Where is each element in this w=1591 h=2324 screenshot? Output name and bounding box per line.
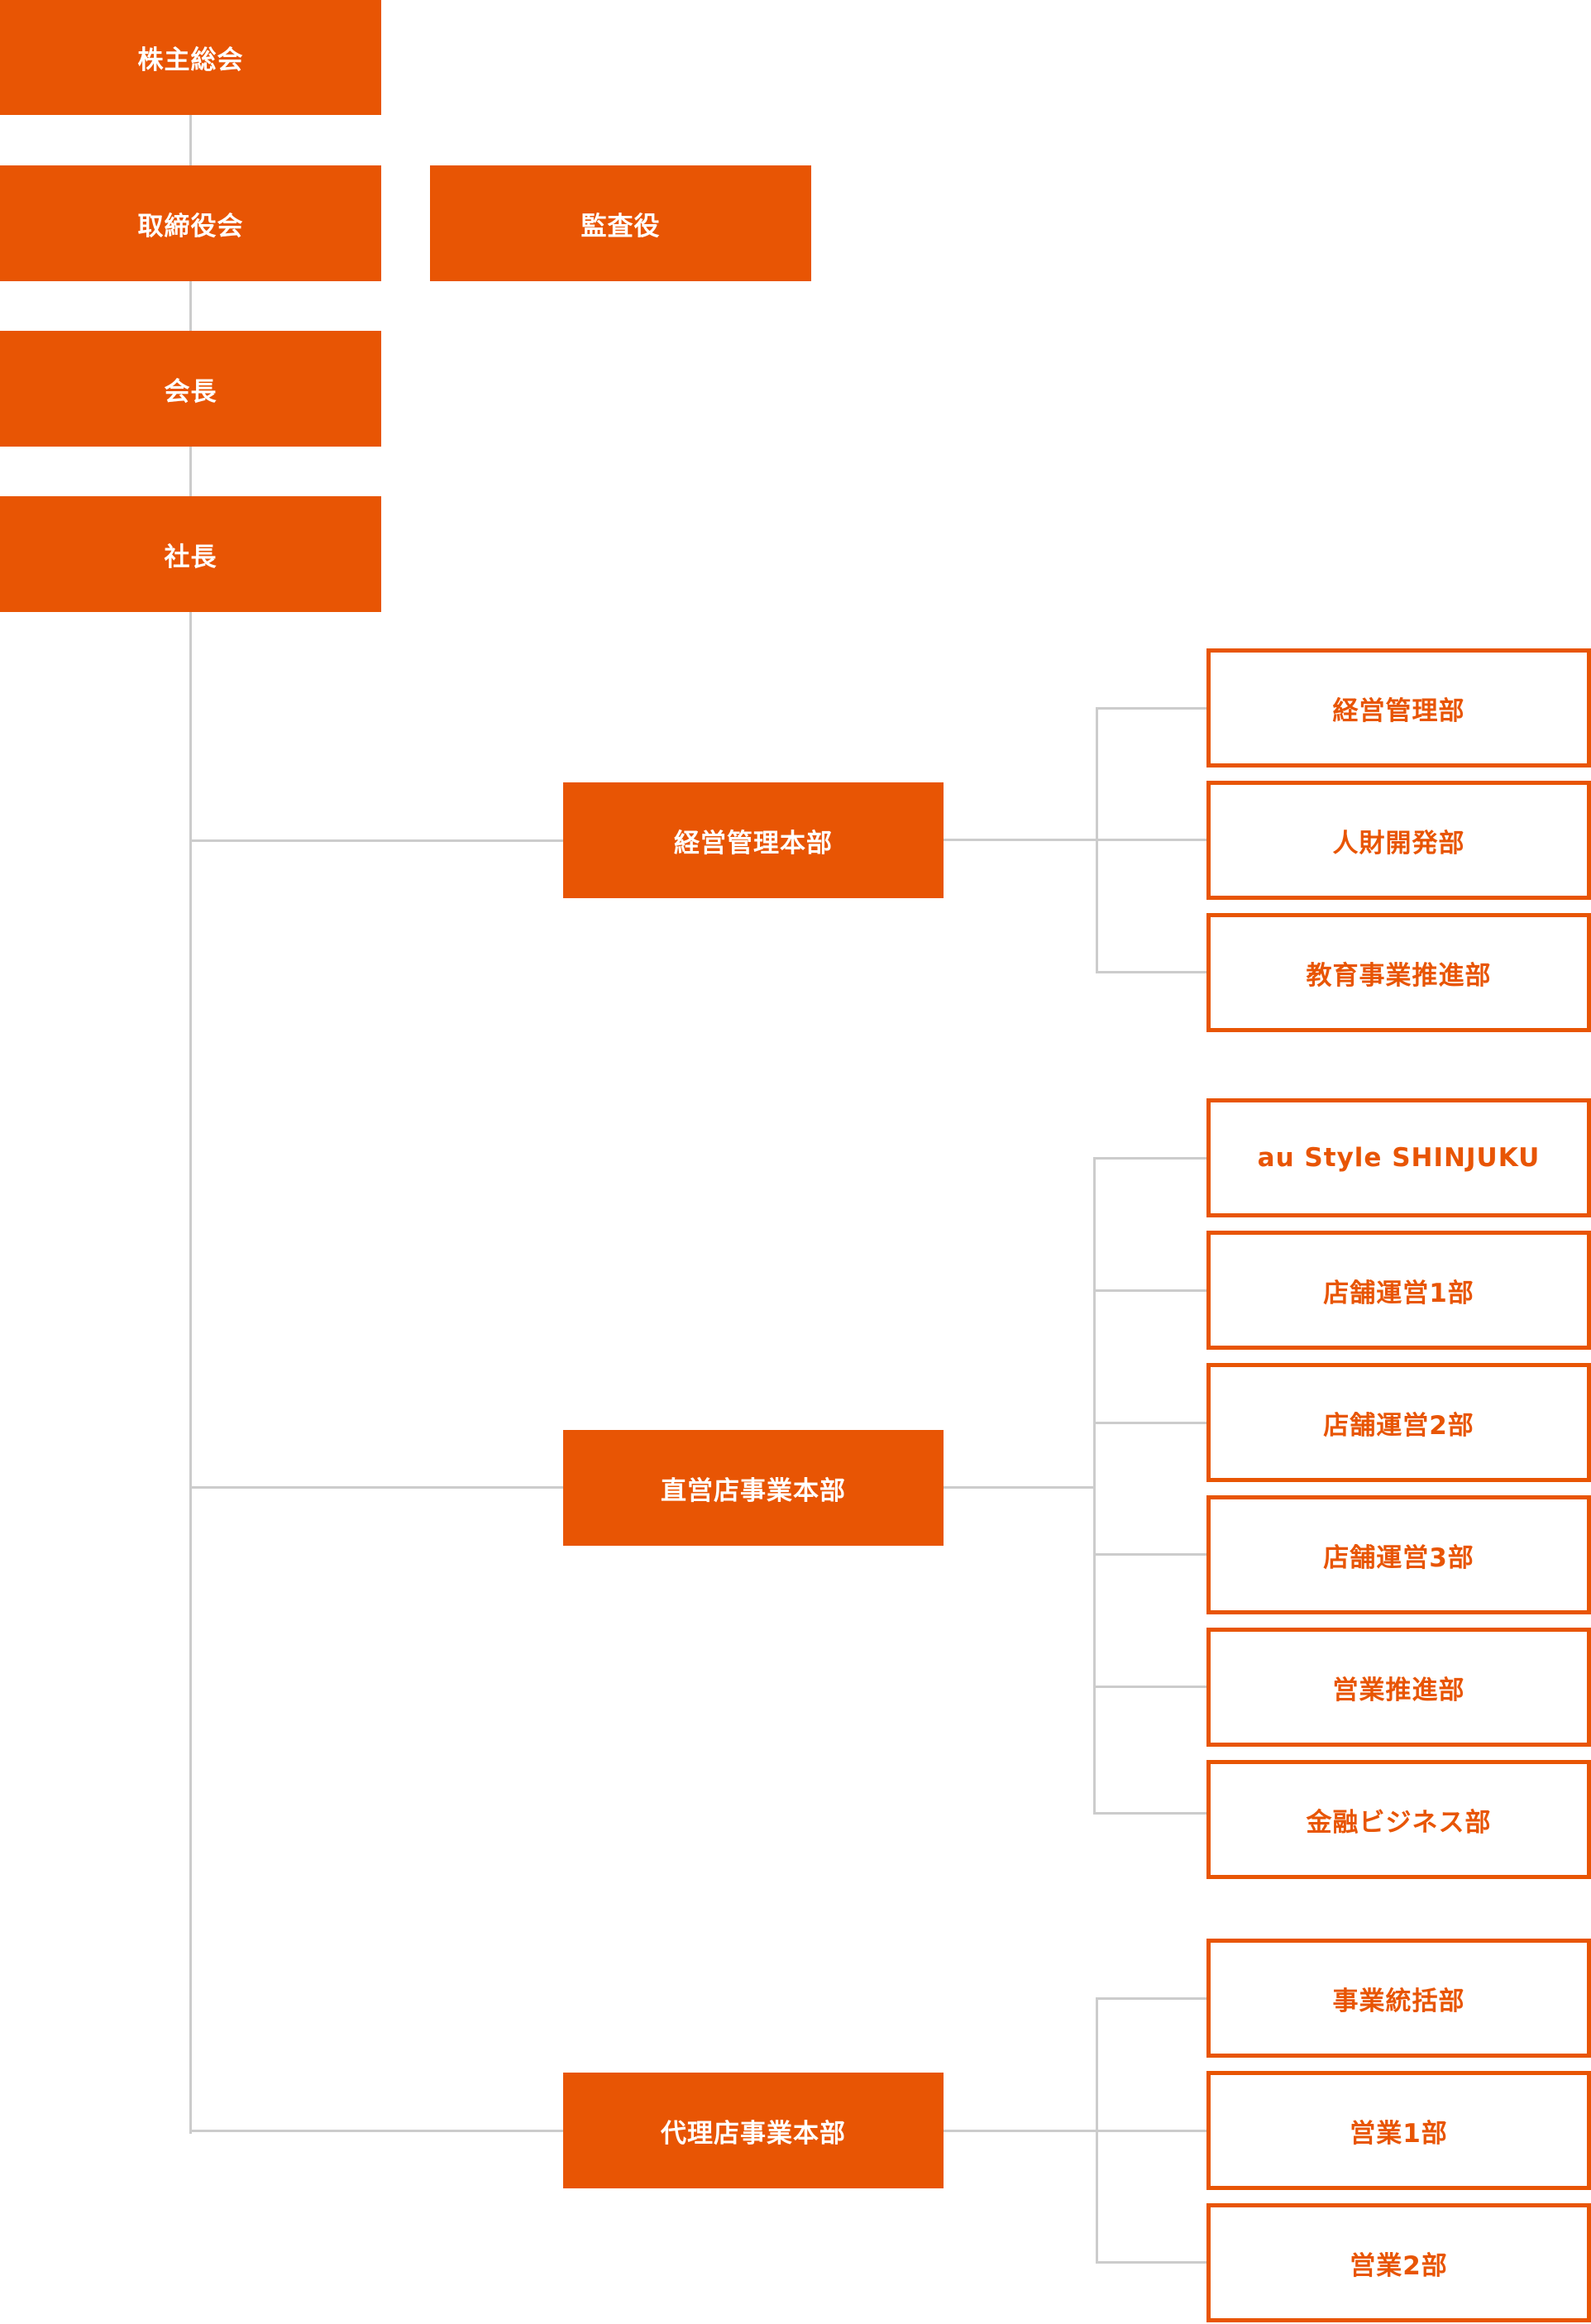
connector-agency-dept-3 xyxy=(1096,2261,1208,2264)
node-dept-sales-2: 営業2部 xyxy=(1206,2203,1591,2322)
connector-branch-agency xyxy=(189,2130,563,2132)
connector-management-out xyxy=(943,839,1096,841)
node-division-agency: 代理店事業本部 xyxy=(563,2073,944,2188)
connector-direct-stores-dept-4 xyxy=(1093,1553,1208,1556)
node-dept-store-ops-2: 店舗運営2部 xyxy=(1206,1363,1591,1482)
connector-management-dept-2 xyxy=(1096,839,1208,841)
connector-direct-stores-dept-6 xyxy=(1093,1812,1208,1815)
connector-direct-stores-dept-1 xyxy=(1093,1157,1208,1160)
connector-direct-stores-vertical xyxy=(1093,1157,1096,1815)
connector-direct-stores-out xyxy=(943,1486,1095,1489)
connector-agency-dept-2 xyxy=(1096,2130,1208,2132)
node-dept-business-integration: 事業統括部 xyxy=(1206,1939,1591,2058)
node-dept-store-ops-3: 店舗運営3部 xyxy=(1206,1495,1591,1614)
node-dept-finance-business: 金融ビジネス部 xyxy=(1206,1760,1591,1879)
connector-direct-stores-dept-2 xyxy=(1093,1289,1208,1292)
node-board-of-directors: 取締役会 xyxy=(0,165,381,281)
connector-branch-management xyxy=(189,839,563,842)
node-dept-au-style-shinjuku: au Style SHINJUKU xyxy=(1206,1098,1591,1217)
node-dept-human-resources: 人財開発部 xyxy=(1206,781,1591,900)
node-dept-sales-promotion: 営業推進部 xyxy=(1206,1628,1591,1747)
connector-direct-stores-dept-3 xyxy=(1093,1422,1208,1424)
node-dept-sales-1: 営業1部 xyxy=(1206,2071,1591,2190)
node-dept-store-ops-1: 店舗運営1部 xyxy=(1206,1231,1591,1350)
node-division-direct-stores: 直営店事業本部 xyxy=(563,1430,944,1546)
node-president: 社長 xyxy=(0,496,381,612)
connector-agency-dept-1 xyxy=(1096,1997,1208,2000)
node-division-management: 経営管理本部 xyxy=(563,782,944,898)
connector-top-trunk xyxy=(189,115,192,496)
connector-agency-out xyxy=(943,2130,1096,2132)
connector-management-dept-3 xyxy=(1096,971,1208,973)
node-chairman: 会長 xyxy=(0,331,381,447)
node-dept-management: 経営管理部 xyxy=(1206,648,1591,767)
connector-direct-stores-dept-5 xyxy=(1093,1686,1208,1688)
connector-branch-direct-stores xyxy=(189,1486,563,1489)
node-shareholders-meeting: 株主総会 xyxy=(0,0,381,115)
node-dept-education: 教育事業推進部 xyxy=(1206,913,1591,1032)
connector-president-trunk xyxy=(189,612,192,2134)
connector-management-dept-1 xyxy=(1096,707,1208,710)
node-auditor: 監査役 xyxy=(430,165,811,281)
